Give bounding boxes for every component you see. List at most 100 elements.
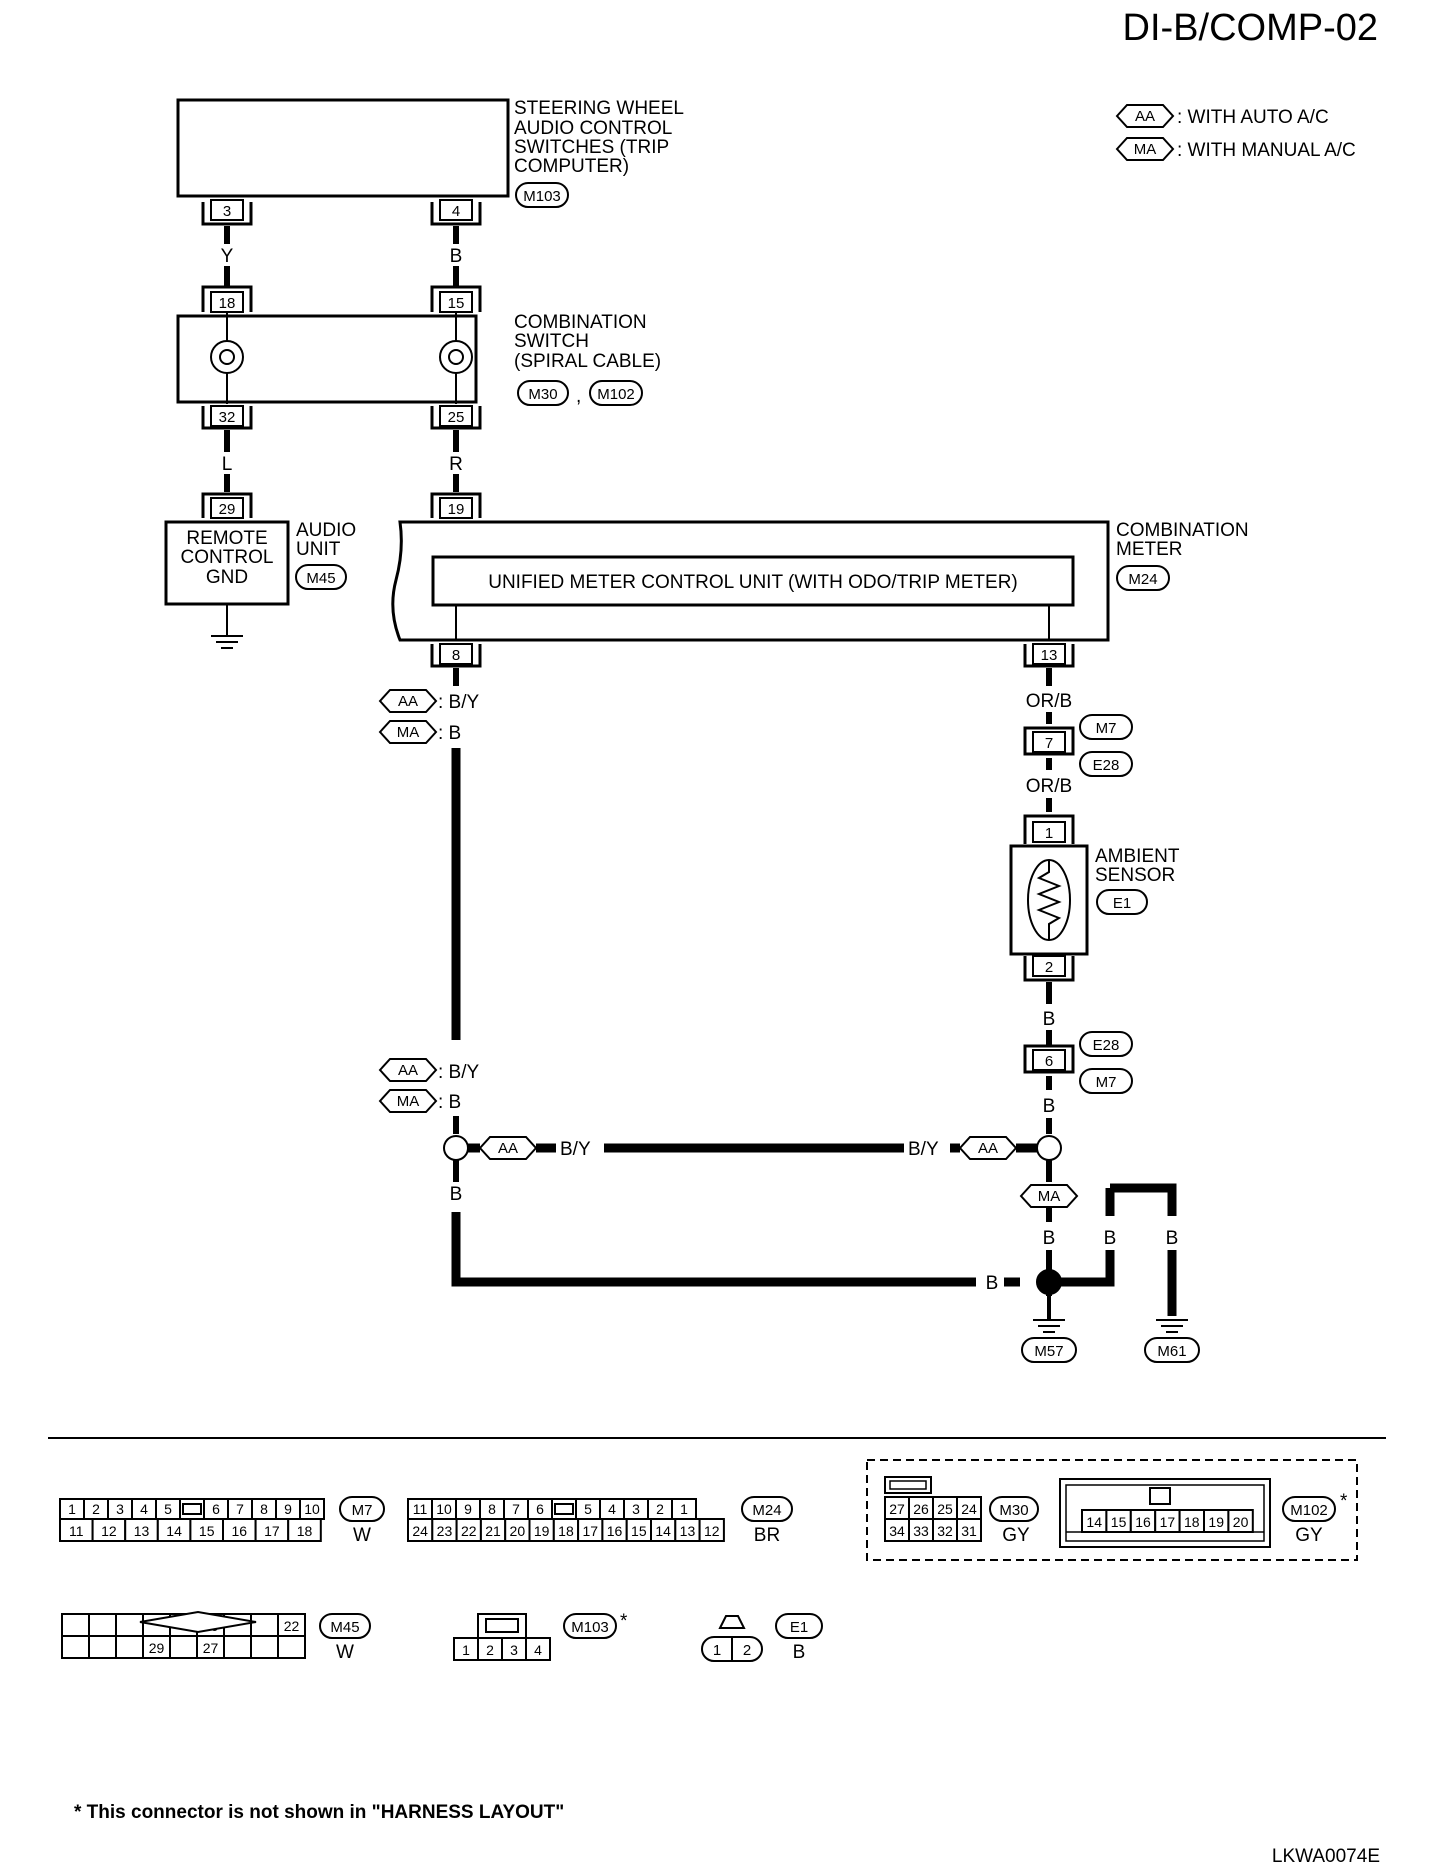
ground-tag-m57 <box>1021 1337 1077 1363</box>
connector-pin-label: 15 <box>199 1523 215 1539</box>
connector-pin-label: 2 <box>486 1642 494 1658</box>
connector-pin-label: 19 <box>1208 1514 1224 1530</box>
aa-tag-icon <box>1115 104 1175 128</box>
svg-text:: B: : B <box>438 1092 461 1113</box>
connector-pin-label: 6 <box>212 1501 220 1517</box>
svg-text:18: 18 <box>219 295 236 312</box>
svg-text:B: B <box>1043 1009 1056 1030</box>
connector-pin-label: 15 <box>631 1523 647 1539</box>
svg-text:M7: M7 <box>1096 720 1117 737</box>
svg-text:(SPIRAL CABLE): (SPIRAL CABLE) <box>514 351 661 372</box>
svg-text:M102: M102 <box>597 386 635 403</box>
connector-pin-label: 24 <box>412 1523 428 1539</box>
svg-text:*: * <box>620 1611 628 1632</box>
connector-pin-label: 27 <box>203 1640 219 1656</box>
svg-text:32: 32 <box>219 409 236 426</box>
steering-switches: STEERING WHEEL AUDIO CONTROL SWITCHES (T… <box>176 98 684 208</box>
left-branch: AA : B/Y MA : B AA : B/Y MA : B B B <box>378 668 1020 1294</box>
svg-text:19: 19 <box>448 501 465 518</box>
svg-text:M30: M30 <box>999 1502 1028 1519</box>
connector-pin-label: 3 <box>116 1501 124 1517</box>
svg-text:29: 29 <box>219 501 236 518</box>
meter-control-unit-label: UNIFIED METER CONTROL UNIT (WITH ODO/TRI… <box>488 572 1018 593</box>
connector-pin-label: 29 <box>149 1640 165 1656</box>
right-branch: OR/B 7 M7 E28 OR/B 1 2 AMBIENT SENSOR E1… <box>1009 668 1200 1363</box>
ma-tag-icon <box>378 720 438 744</box>
connector-pin-label: 7 <box>236 1501 244 1517</box>
connector-pin-label: 17 <box>582 1523 598 1539</box>
svg-text:W: W <box>336 1642 354 1663</box>
connector-tag-m7 <box>1079 714 1133 740</box>
svg-text:MA: MA <box>1038 1188 1061 1205</box>
svg-text:M102: M102 <box>1290 1502 1328 1519</box>
splice-point <box>1036 1135 1062 1161</box>
svg-text:M45: M45 <box>306 570 335 587</box>
svg-text:4: 4 <box>452 203 460 220</box>
aa-tag-icon <box>378 689 438 713</box>
connector-tag-m24 <box>1116 565 1170 591</box>
connector-pin-label: 22 <box>461 1523 477 1539</box>
svg-text:B: B <box>986 1273 999 1294</box>
connector-pin-label: 13 <box>134 1523 150 1539</box>
svg-text:STEERING WHEEL: STEERING WHEEL <box>514 98 684 119</box>
svg-text:7: 7 <box>1045 735 1053 752</box>
connector-pin-label: 2 <box>92 1501 100 1517</box>
svg-text:B: B <box>1043 1228 1056 1249</box>
connector-pin-label: 6 <box>536 1501 544 1517</box>
connector-pin-label: 21 <box>485 1523 501 1539</box>
svg-text:B/Y: B/Y <box>560 1139 591 1160</box>
svg-text:Y: Y <box>221 246 234 267</box>
connector-pin-label: 14 <box>166 1523 182 1539</box>
connector-tag-m45 <box>295 564 347 590</box>
connector-pin-label: 19 <box>534 1523 550 1539</box>
connector-view-e1: 1 2 E1 B <box>701 1613 823 1663</box>
connector-pin-label: 18 <box>1184 1514 1200 1530</box>
svg-text:AUDIO CONTROL: AUDIO CONTROL <box>514 118 672 139</box>
svg-text:B: B <box>450 1184 463 1205</box>
connector-pin-label: 18 <box>297 1523 313 1539</box>
svg-text:SWITCHES (TRIP: SWITCHES (TRIP <box>514 137 669 158</box>
connector-pin-label: 20 <box>1233 1514 1249 1530</box>
svg-text:COMPUTER): COMPUTER) <box>514 156 629 177</box>
ground-splice <box>1036 1269 1062 1295</box>
ma-tag-icon <box>378 1089 438 1113</box>
svg-text:M103: M103 <box>523 188 561 205</box>
svg-text:E28: E28 <box>1093 1037 1120 1054</box>
svg-text:,: , <box>576 386 581 407</box>
svg-text:2: 2 <box>1045 959 1053 976</box>
svg-text:MA: MA <box>397 724 420 741</box>
svg-text:SENSOR: SENSOR <box>1095 865 1175 886</box>
svg-text:M61: M61 <box>1157 1343 1186 1360</box>
connector-pin-label: 16 <box>607 1523 623 1539</box>
svg-text:OR/B: OR/B <box>1026 691 1072 712</box>
audio-unit: REMOTE CONTROL GND AUDIO UNIT M45 <box>164 520 356 649</box>
svg-text:15: 15 <box>448 295 465 312</box>
svg-text:E28: E28 <box>1093 757 1120 774</box>
svg-text:COMBINATION: COMBINATION <box>1116 520 1249 541</box>
connector-group-box <box>866 1459 1358 1561</box>
svg-text:2: 2 <box>743 1642 751 1659</box>
page-title: DI-B/COMP-02 <box>1123 7 1378 49</box>
connector-pin-label: 4 <box>534 1642 542 1658</box>
connector-view-m45: 26222927 M45 W <box>61 1610 371 1663</box>
svg-text:AA: AA <box>398 693 418 710</box>
svg-text:B: B <box>450 246 463 267</box>
svg-text:REMOTE: REMOTE <box>186 528 267 549</box>
connector-pin-label: 11 <box>413 1501 428 1517</box>
connector-pin-label: 9 <box>464 1501 472 1517</box>
connector-tag-m7 <box>1079 1068 1133 1094</box>
connector-pin-label: 22 <box>284 1618 300 1634</box>
ma-tag-icon <box>1019 1184 1079 1208</box>
footer-note: * This connector is not shown in "HARNES… <box>74 1802 564 1823</box>
figure-code: LKWA0074E <box>1272 1846 1380 1867</box>
connector-tag-e28 <box>1079 751 1133 777</box>
svg-text:GND: GND <box>206 567 248 588</box>
svg-text:E1: E1 <box>790 1619 808 1636</box>
svg-text:CONTROL: CONTROL <box>181 547 274 568</box>
connector-pin-label: 17 <box>1160 1514 1176 1530</box>
legend: AA : WITH AUTO A/C MA : WITH MANUAL A/C <box>1115 104 1356 161</box>
connector-pin-label: 11 <box>69 1523 84 1539</box>
